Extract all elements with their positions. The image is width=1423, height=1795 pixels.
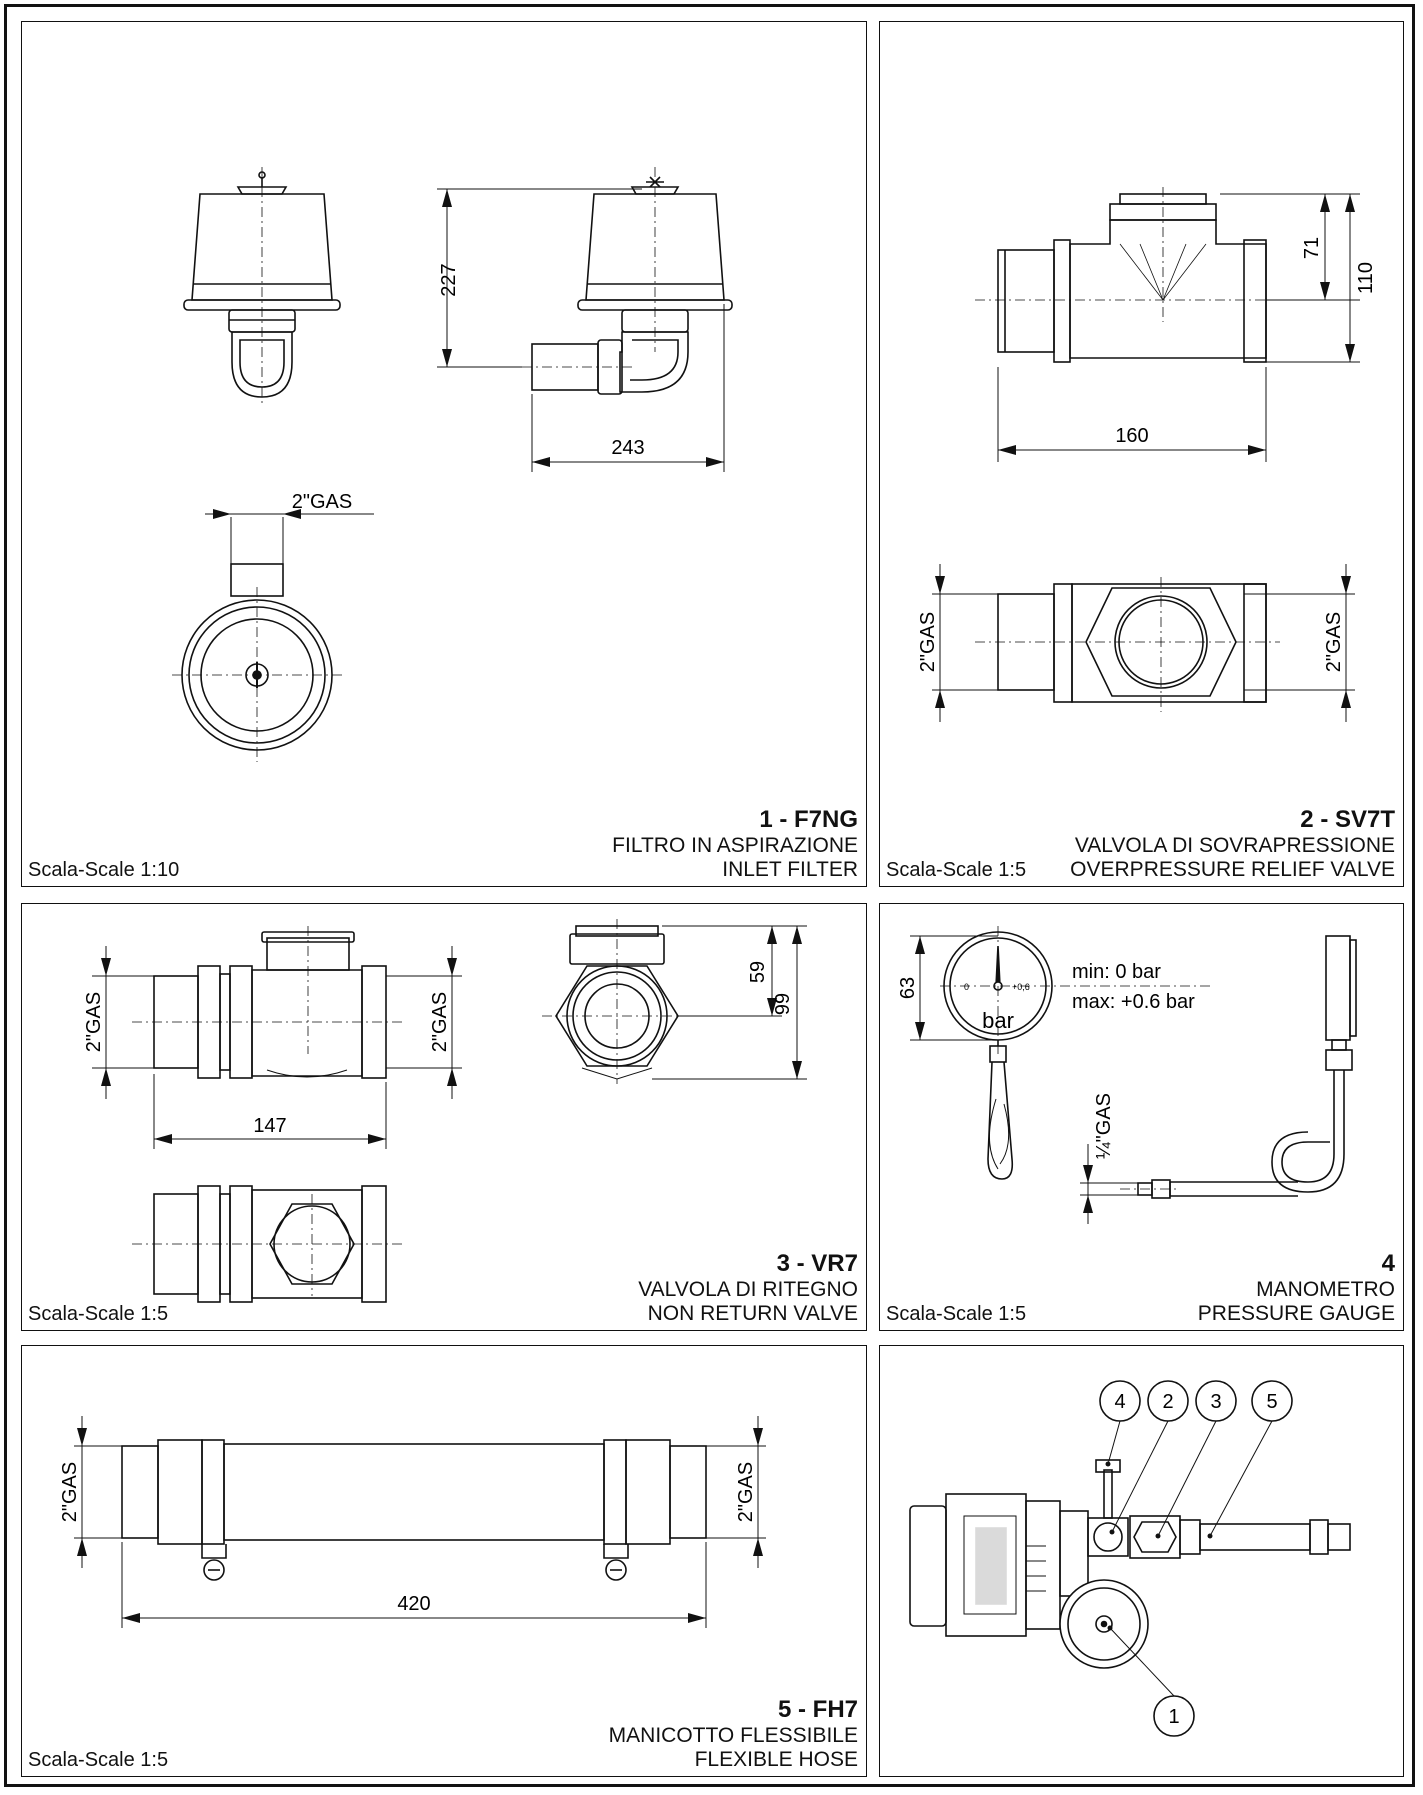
panel-inlet-filter: 227 243 2"GAS 1 - F7NG FILTRO IN ASPIRAZ… — [21, 21, 867, 887]
part-name-it: MANICOTTO FLESSIBILE — [608, 1724, 858, 1747]
part-code: 2 - SV7T — [1300, 806, 1395, 833]
relief-valve-drawing: 71 110 160 2"GAS 2"GAS — [917, 187, 1377, 722]
dim-2gas-right: 2"GAS — [1323, 612, 1345, 672]
callout-1: 1 — [1168, 1706, 1179, 1728]
dim-quarter-gas: ¼"GAS — [1093, 1093, 1115, 1159]
part-name-en: INLET FILTER — [722, 858, 858, 881]
gauge-unit: bar — [982, 1008, 1014, 1033]
dim-2gas-right: 2"GAS — [735, 1462, 757, 1522]
callout-4: 4 — [1114, 1391, 1125, 1413]
pressure-gauge-drawing: 0 +0,6 bar min: 0 bar max: +0.6 bar 63 ¼… — [897, 926, 1357, 1224]
dim-2gas-left: 2"GAS — [59, 1462, 81, 1522]
dim-63: 63 — [897, 977, 919, 999]
inlet-filter-drawing: 227 243 2"GAS — [172, 167, 733, 762]
panel-pressure-gauge: 0 +0,6 bar min: 0 bar max: +0.6 bar 63 ¼… — [879, 903, 1404, 1331]
scale-label: Scala-Scale 1:5 — [886, 859, 1027, 881]
dim-243: 243 — [611, 437, 644, 459]
non-return-valve-drawing: 2"GAS 2"GAS 147 59 99 — [83, 919, 807, 1303]
part-name-it: VALVOLA DI RITEGNO — [638, 1278, 858, 1301]
dim-2gas-right: 2"GAS — [429, 992, 451, 1052]
dim-420: 420 — [397, 1593, 430, 1615]
part-name-it: FILTRO IN ASPIRAZIONE — [612, 834, 858, 857]
dim-2gas-left: 2"GAS — [83, 992, 105, 1052]
part-name-en: NON RETURN VALVE — [647, 1302, 858, 1325]
dim-227: 227 — [438, 263, 460, 296]
panel-flexible-hose: 2"GAS 2"GAS 420 5 - FH7 MANICOTTO FLESSI… — [21, 1345, 867, 1777]
panel-non-return-valve: 2"GAS 2"GAS 147 59 99 3 - VR7 VALVOLA DI… — [21, 903, 867, 1331]
gauge-min: min: 0 bar — [1072, 961, 1161, 983]
drawing-sheet: 227 243 2"GAS 1 - F7NG FILTRO IN ASPIRAZ… — [4, 4, 1415, 1787]
dim-59: 59 — [747, 961, 769, 983]
part-name-en: PRESSURE GAUGE — [1197, 1302, 1395, 1325]
part-code: 5 - FH7 — [777, 1696, 858, 1723]
dim-147: 147 — [253, 1115, 286, 1137]
dim-160: 160 — [1115, 425, 1148, 447]
dim-71: 71 — [1301, 237, 1323, 259]
part-code: 3 - VR7 — [776, 1250, 858, 1277]
scale-label: Scala-Scale 1:10 — [28, 859, 180, 881]
gauge-top-mark: +0,6 — [1012, 982, 1030, 992]
scale-label: Scala-Scale 1:5 — [28, 1303, 169, 1325]
callout-5: 5 — [1266, 1391, 1277, 1413]
panel-relief-valve: 71 110 160 2"GAS 2"GAS 2 - SV7T VALVOLA … — [879, 21, 1404, 887]
part-name-en: FLEXIBLE HOSE — [694, 1748, 858, 1771]
scale-label: Scala-Scale 1:5 — [886, 1303, 1027, 1325]
flexible-hose-drawing: 2"GAS 2"GAS 420 — [59, 1416, 766, 1628]
dim-2gas: 2"GAS — [292, 491, 352, 513]
assembly-drawing: 4 2 3 5 1 — [909, 1380, 1351, 1737]
dim-2gas-left: 2"GAS — [917, 612, 939, 672]
gauge-max: max: +0.6 bar — [1072, 991, 1195, 1013]
part-name-it: VALVOLA DI SOVRAPRESSIONE — [1074, 834, 1395, 857]
part-name-en: OVERPRESSURE RELIEF VALVE — [1070, 858, 1395, 881]
part-name-it: MANOMETRO — [1256, 1278, 1395, 1301]
panel-assembly: 4 2 3 5 1 — [879, 1345, 1404, 1777]
gauge-zero-mark: 0 — [964, 982, 969, 992]
scale-label: Scala-Scale 1:5 — [28, 1749, 169, 1771]
callout-2: 2 — [1162, 1391, 1173, 1413]
part-code: 1 - F7NG — [759, 806, 858, 833]
dim-99: 99 — [772, 993, 794, 1015]
dim-110: 110 — [1355, 262, 1377, 294]
part-code: 4 — [1381, 1250, 1395, 1277]
callout-3: 3 — [1210, 1391, 1221, 1413]
